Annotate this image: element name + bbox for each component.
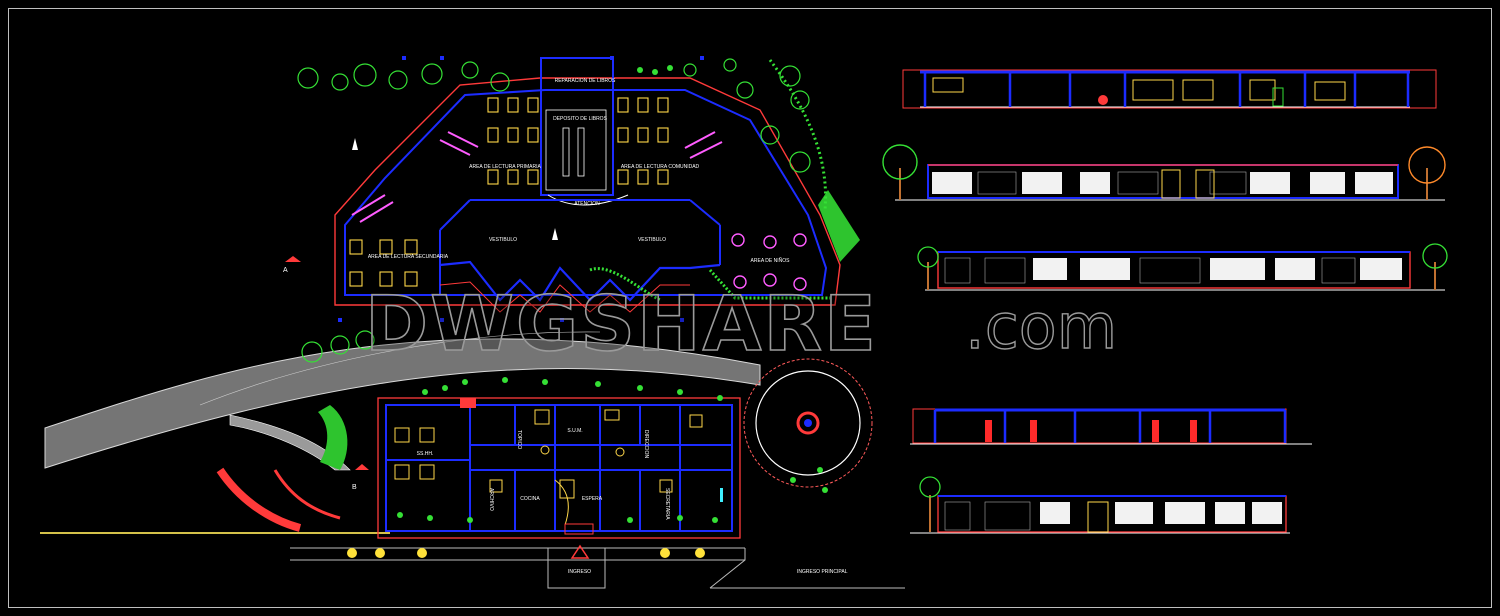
kids-tables xyxy=(731,233,807,291)
watermark-main: DWGSHARE xyxy=(365,279,878,368)
planter xyxy=(708,269,830,300)
attention-desk xyxy=(547,194,629,206)
room-label-vestibule-left: VESTIBULO xyxy=(489,237,517,243)
curved-walkway xyxy=(44,338,761,469)
entrance-door xyxy=(564,523,594,535)
shrubs xyxy=(397,65,828,523)
curved-counter xyxy=(554,479,569,526)
shelving xyxy=(351,131,723,223)
admin-furniture xyxy=(394,409,703,499)
section-marker-icon xyxy=(285,256,301,262)
section-marker-a: A xyxy=(283,267,288,274)
room-label-kitchen: COCINA xyxy=(520,496,540,502)
watermark-suffix: .com xyxy=(965,290,1117,363)
north-arrow-icon xyxy=(352,138,358,150)
room-label-vestibule-right: VESTIBULO xyxy=(638,237,666,243)
section-1 xyxy=(902,69,1437,109)
trees xyxy=(297,58,811,363)
amphitheatre-arc xyxy=(273,469,341,520)
room-label-reading-community: AREA DE LECTURA COMUNIDAD xyxy=(621,164,700,170)
window-mark xyxy=(720,488,723,502)
north-arrow-icon xyxy=(552,228,558,240)
drawing-frame xyxy=(8,8,1492,608)
street-line xyxy=(709,548,746,589)
room-label-services: SS.HH. xyxy=(417,451,434,457)
elevation-2 xyxy=(917,243,1448,291)
watermark: DWGSHARE .com xyxy=(364,278,1118,369)
room-label-reading-primary: AREA DE LECTURA PRIMARIA xyxy=(469,164,541,170)
room-label-attention: ATENCION xyxy=(574,201,600,207)
room-label-direction: DIRECCION xyxy=(643,430,649,458)
green-area xyxy=(818,190,860,262)
entrance-label: INGRESO xyxy=(568,569,591,575)
room-label-waiting: ESPERA xyxy=(582,496,603,502)
zigzag-facade xyxy=(439,260,721,302)
room-label-topico: TOPICO xyxy=(516,430,522,449)
book-deposit-core xyxy=(540,57,614,196)
section-marker-icon xyxy=(355,464,369,470)
room-label-secretary: SECRETARIA xyxy=(664,488,670,520)
elevation-1 xyxy=(882,144,1446,201)
room-label-sum: S.U.M. xyxy=(567,428,582,434)
room-label-archive: ARCHIVO xyxy=(488,488,494,511)
section-2 xyxy=(910,408,1312,445)
street-lamps xyxy=(347,548,705,558)
room-label-kids: AREA DE NIÑOS xyxy=(751,257,791,264)
door-marker xyxy=(460,398,476,408)
elevation-3 xyxy=(910,476,1290,534)
round-plaza-ring xyxy=(743,358,873,488)
site-plan: REPARACION DE LIBROS DEPOSITO DE LIBROS … xyxy=(40,56,905,589)
library-building: REPARACION DE LIBROS DEPOSITO DE LIBROS … xyxy=(283,56,860,322)
reading-tables xyxy=(349,97,669,287)
main-entrance-label: INGRESO PRINCIPAL xyxy=(797,569,848,575)
amphitheatre-arc xyxy=(216,467,302,532)
room-label-deposit: DEPOSITO DE LIBROS xyxy=(553,116,607,122)
admin-partitions xyxy=(386,405,732,531)
section-marker-b: B xyxy=(352,484,357,491)
admin-building: TOPICO S.U.M. COCINA ESPERA DIRECCION SE… xyxy=(352,397,741,539)
entrance-path xyxy=(547,548,606,589)
green-area xyxy=(318,405,348,470)
room-label-repair: REPARACION DE LIBROS xyxy=(555,78,616,84)
walkway-branch xyxy=(229,414,351,471)
elevation-tree xyxy=(882,144,1446,200)
round-plaza xyxy=(755,370,861,476)
fountain-center xyxy=(804,419,812,427)
column-markers xyxy=(338,56,704,322)
fountain xyxy=(796,411,820,435)
room-label-reading-secondary: AREA DE LECTURA SECUNDARIA xyxy=(368,254,449,260)
entrance-arrow-icon xyxy=(570,544,590,559)
walkway-edge xyxy=(199,331,601,406)
